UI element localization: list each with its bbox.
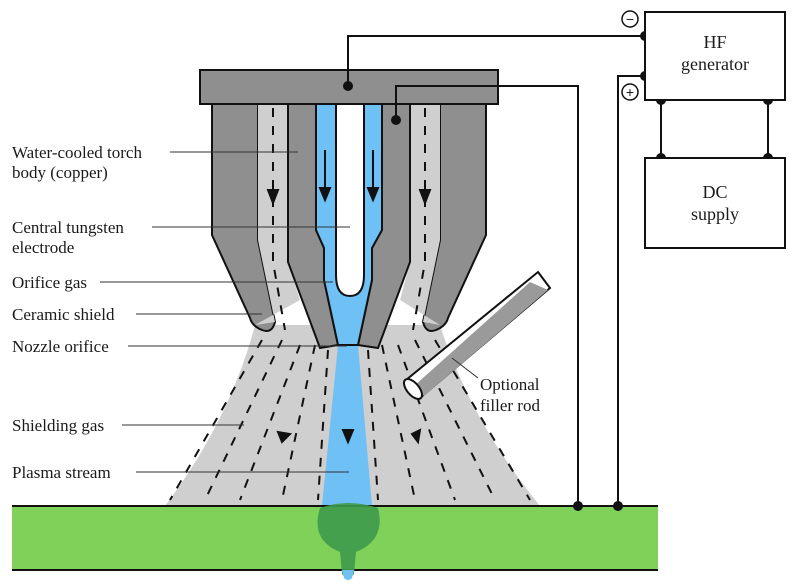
hf-generator-label-1: HF xyxy=(703,32,726,52)
leader-lines xyxy=(100,151,479,473)
tungsten-electrode xyxy=(335,103,365,298)
label-ceramic-shield: Ceramic shield xyxy=(12,305,115,324)
label-orifice-gas: Orifice gas xyxy=(12,273,87,292)
torch-body-right xyxy=(421,103,487,332)
label-filler-rod-2: filler rod xyxy=(480,396,540,415)
filler-rod xyxy=(403,270,552,400)
shield-gas-flow-lines xyxy=(272,108,426,331)
label-nozzle-orifice: Nozzle orifice xyxy=(12,337,109,356)
label-electrode-2: electrode xyxy=(12,238,74,257)
label-torch-body-2: body (copper) xyxy=(12,163,108,182)
hf-generator-label-2: generator xyxy=(681,54,749,74)
dc-supply-label-2: supply xyxy=(691,204,739,224)
label-filler-rod-1: Optional xyxy=(480,375,540,394)
orifice-gas-arrows xyxy=(318,150,380,203)
hf-generator-box xyxy=(644,11,786,101)
svg-text:−: − xyxy=(626,11,634,27)
plasma-stream xyxy=(322,345,372,506)
label-electrode-1: Central tungsten xyxy=(12,218,124,237)
wiring xyxy=(347,35,769,506)
shield-channel-left xyxy=(255,104,300,325)
label-torch-body-1: Water-cooled torch xyxy=(12,143,142,162)
label-shielding-gas: Shielding gas xyxy=(12,416,104,435)
negative-terminal-icon: − xyxy=(621,10,639,28)
torch-body-left xyxy=(211,103,277,332)
positive-terminal-icon: + xyxy=(621,83,639,101)
weld-pool xyxy=(317,503,380,578)
svg-text:+: + xyxy=(626,84,634,100)
label-plasma-stream: Plasma stream xyxy=(12,463,111,482)
plume-flow-lines xyxy=(169,339,531,501)
dc-supply-label-1: DC xyxy=(702,182,727,202)
dc-supply-box xyxy=(644,157,786,249)
